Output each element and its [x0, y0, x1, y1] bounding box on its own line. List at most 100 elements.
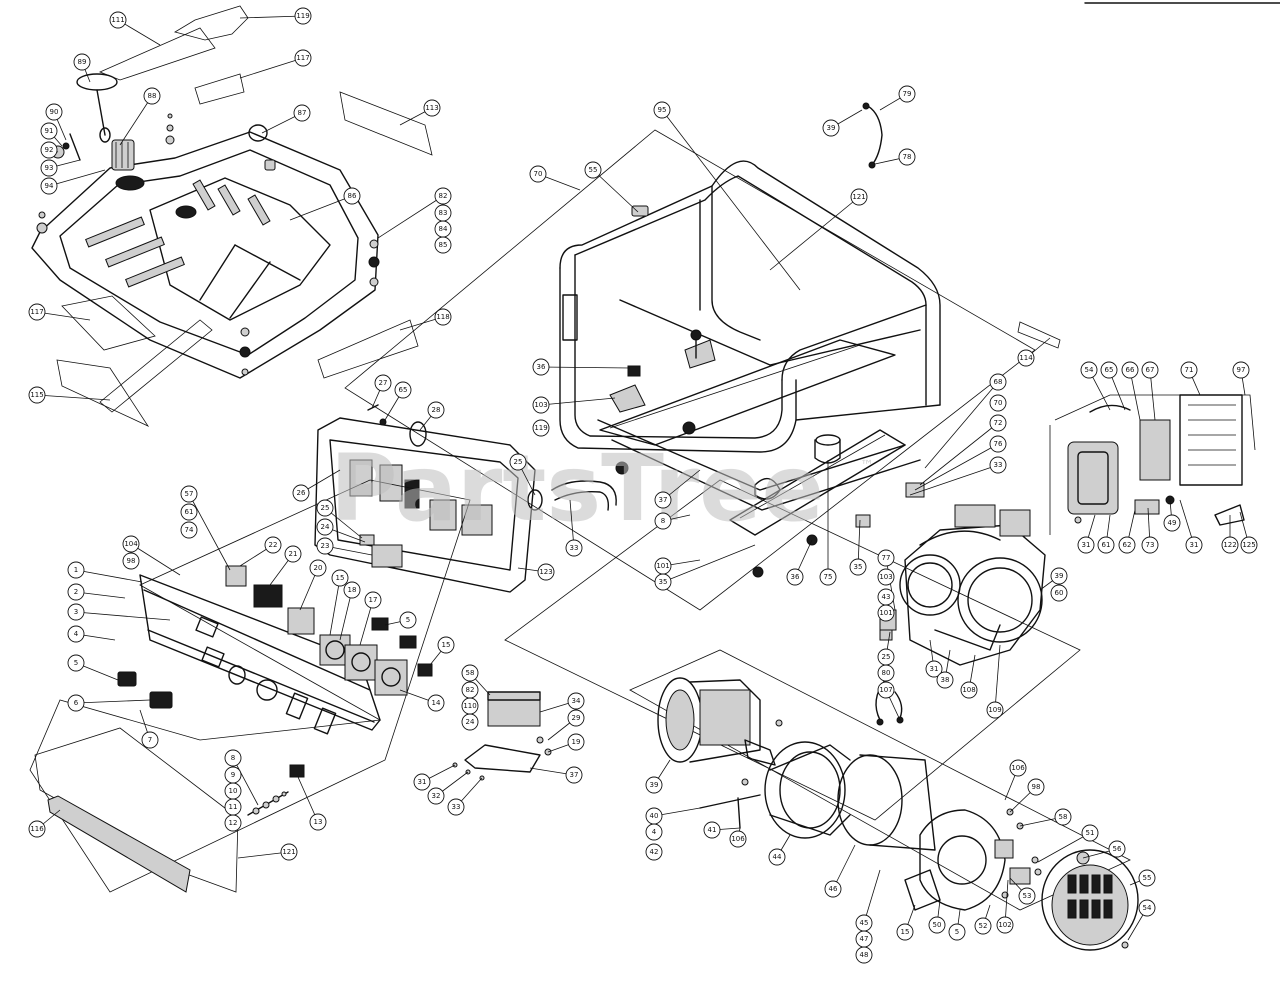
callout-2[interactable]: 2: [67, 583, 85, 601]
callout-24[interactable]: 24: [316, 518, 334, 536]
callout-61[interactable]: 61: [180, 503, 198, 521]
callout-102[interactable]: 102: [996, 916, 1014, 934]
callout-97[interactable]: 97: [1232, 361, 1250, 379]
callout-125[interactable]: 125: [1240, 536, 1258, 554]
callout-39[interactable]: 39: [645, 776, 663, 794]
callout-119[interactable]: 119: [294, 7, 312, 25]
callout-47[interactable]: 47: [855, 930, 873, 948]
callout-60[interactable]: 60: [1050, 584, 1068, 602]
callout-107[interactable]: 107: [877, 681, 895, 699]
callout-49[interactable]: 49: [1163, 514, 1181, 532]
callout-115[interactable]: 115: [28, 386, 46, 404]
callout-93[interactable]: 93: [40, 159, 58, 177]
callout-31[interactable]: 31: [1185, 536, 1203, 554]
callout-46[interactable]: 46: [824, 880, 842, 898]
callout-4[interactable]: 4: [645, 823, 663, 841]
callout-98[interactable]: 98: [1027, 778, 1045, 796]
callout-33[interactable]: 33: [989, 456, 1007, 474]
callout-5[interactable]: 5: [948, 923, 966, 941]
callout-18[interactable]: 18: [343, 581, 361, 599]
callout-101[interactable]: 101: [654, 557, 672, 575]
callout-66[interactable]: 66: [1121, 361, 1139, 379]
callout-25[interactable]: 25: [316, 499, 334, 517]
callout-76[interactable]: 76: [989, 435, 1007, 453]
callout-44[interactable]: 44: [768, 848, 786, 866]
callout-56[interactable]: 56: [1108, 840, 1126, 858]
callout-74[interactable]: 74: [180, 521, 198, 539]
callout-3[interactable]: 3: [67, 603, 85, 621]
callout-11[interactable]: 11: [224, 798, 242, 816]
callout-90[interactable]: 90: [45, 103, 63, 121]
callout-42[interactable]: 42: [645, 843, 663, 861]
callout-116[interactable]: 116: [28, 820, 46, 838]
callout-117[interactable]: 117: [294, 49, 312, 67]
callout-58[interactable]: 58: [461, 664, 479, 682]
callout-15[interactable]: 15: [437, 636, 455, 654]
callout-31[interactable]: 31: [1077, 536, 1095, 554]
callout-23[interactable]: 23: [316, 537, 334, 555]
callout-27[interactable]: 27: [374, 374, 392, 392]
callout-38[interactable]: 38: [936, 671, 954, 689]
callout-33[interactable]: 33: [447, 798, 465, 816]
callout-15[interactable]: 15: [331, 569, 349, 587]
callout-39[interactable]: 39: [822, 119, 840, 137]
callout-77[interactable]: 77: [877, 549, 895, 567]
callout-104[interactable]: 104: [122, 535, 140, 553]
callout-92[interactable]: 92: [40, 141, 58, 159]
callout-8[interactable]: 8: [654, 512, 672, 530]
callout-29[interactable]: 29: [567, 709, 585, 727]
callout-65[interactable]: 65: [1100, 361, 1118, 379]
callout-70[interactable]: 70: [529, 165, 547, 183]
callout-31[interactable]: 31: [413, 773, 431, 791]
callout-33[interactable]: 33: [565, 539, 583, 557]
callout-8[interactable]: 8: [224, 749, 242, 767]
callout-55[interactable]: 55: [584, 161, 602, 179]
callout-12[interactable]: 12: [224, 814, 242, 832]
callout-106[interactable]: 106: [729, 830, 747, 848]
callout-91[interactable]: 91: [40, 122, 58, 140]
callout-37[interactable]: 37: [654, 491, 672, 509]
callout-24[interactable]: 24: [461, 713, 479, 731]
callout-110[interactable]: 110: [461, 697, 479, 715]
callout-31[interactable]: 31: [925, 660, 943, 678]
callout-65[interactable]: 65: [394, 381, 412, 399]
callout-37[interactable]: 37: [565, 766, 583, 784]
callout-70[interactable]: 70: [989, 394, 1007, 412]
callout-80[interactable]: 80: [877, 664, 895, 682]
callout-101[interactable]: 101: [877, 604, 895, 622]
callout-39[interactable]: 39: [1050, 567, 1068, 585]
callout-35[interactable]: 35: [654, 573, 672, 591]
callout-86[interactable]: 86: [343, 187, 361, 205]
callout-36[interactable]: 36: [786, 568, 804, 586]
callout-10[interactable]: 10: [224, 782, 242, 800]
callout-4[interactable]: 4: [67, 625, 85, 643]
callout-53[interactable]: 53: [1018, 887, 1036, 905]
callout-78[interactable]: 78: [898, 148, 916, 166]
callout-118[interactable]: 118: [434, 308, 452, 326]
callout-1[interactable]: 1: [67, 561, 85, 579]
callout-87[interactable]: 87: [293, 104, 311, 122]
callout-9[interactable]: 9: [224, 766, 242, 784]
callout-75[interactable]: 75: [819, 568, 837, 586]
callout-54[interactable]: 54: [1080, 361, 1098, 379]
callout-62[interactable]: 62: [1118, 536, 1136, 554]
callout-121[interactable]: 121: [280, 843, 298, 861]
callout-5[interactable]: 5: [399, 611, 417, 629]
callout-15[interactable]: 15: [896, 923, 914, 941]
callout-57[interactable]: 57: [180, 485, 198, 503]
callout-119[interactable]: 119: [532, 419, 550, 437]
callout-48[interactable]: 48: [855, 946, 873, 964]
callout-5[interactable]: 5: [67, 654, 85, 672]
callout-72[interactable]: 72: [989, 414, 1007, 432]
callout-106[interactable]: 106: [1009, 759, 1027, 777]
callout-108[interactable]: 108: [960, 681, 978, 699]
callout-26[interactable]: 26: [292, 484, 310, 502]
callout-82[interactable]: 82: [434, 187, 452, 205]
callout-68[interactable]: 68: [989, 373, 1007, 391]
callout-61[interactable]: 61: [1097, 536, 1115, 554]
callout-95[interactable]: 95: [653, 101, 671, 119]
callout-58[interactable]: 58: [1054, 808, 1072, 826]
callout-113[interactable]: 113: [423, 99, 441, 117]
callout-109[interactable]: 109: [986, 701, 1004, 719]
callout-114[interactable]: 114: [1017, 349, 1035, 367]
